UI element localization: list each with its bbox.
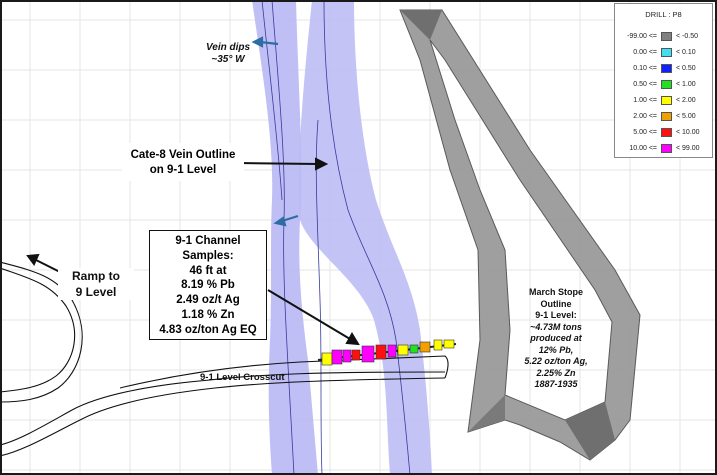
stope-shading-2 [565, 402, 615, 460]
channel-samples-drillhole [317, 339, 457, 366]
sample-segment [375, 344, 387, 360]
vein-outline-callout: Cate-8 Vein Outline on 9-1 Level [122, 143, 244, 181]
legend-row: 5.00 <= < 10.00 [619, 127, 711, 139]
march-stope-outline [399, 9, 641, 461]
channel-samples-callout: 9-1 Channel Samples: 46 ft at 8.19 % Pb … [149, 230, 267, 340]
stope-shading-3 [468, 395, 505, 432]
legend-swatch [661, 48, 672, 57]
crosscut-line [119, 355, 449, 389]
channel-line-4: 8.19 % Pb [181, 279, 235, 292]
legend-row: -99.00 <= < -0.50 [619, 31, 711, 43]
legend-row-high: < -0.50 [676, 33, 698, 40]
vein-dips-label: Vein dips ~35° W [198, 42, 258, 66]
legend-row-low: 0.10 <= [633, 65, 657, 72]
vein-outline-line-1: Cate-8 Vein Outline [130, 149, 236, 161]
legend-row: 10.00 <= < 99.00 [619, 143, 711, 155]
ramp-line-2: 9 Level [75, 285, 117, 299]
legend-row-low: 2.00 <= [633, 113, 657, 120]
channel-line-7: 4.83 oz/ton Ag EQ [159, 323, 257, 336]
sample-segment [361, 345, 375, 363]
legend-swatch [661, 144, 672, 153]
ramp-workings [0, 261, 446, 457]
vein-outline-line-2: on 9-1 Level [149, 164, 217, 176]
stope-line-5: produced at [530, 333, 582, 343]
vein-centerline-west-2 [261, 0, 283, 201]
legend-row-low: -99.00 <= [627, 33, 657, 40]
legend-swatch [661, 80, 672, 89]
sample-segment [342, 349, 352, 363]
legend-row-low: 1.00 <= [633, 97, 657, 104]
legend-row-low: 5.00 <= [633, 129, 657, 136]
vein-outline-east [299, 0, 432, 475]
grade-legend: DRILL : P8 -99.00 <= < -0.50 0.00 <= < 0.10… [614, 3, 713, 158]
callout-arrows [26, 157, 360, 346]
legend-row: 0.10 <= < 0.50 [619, 63, 711, 75]
legend-swatch [661, 128, 672, 137]
legend-row-high: < 0.10 [676, 49, 696, 56]
crosscut-label: 9-1 Level Crosscut [200, 372, 285, 383]
stope-line-9: 1887-1935 [534, 379, 578, 389]
legend-swatch [661, 112, 672, 121]
legend-row: 0.50 <= < 1.00 [619, 79, 711, 91]
legend-row: 2.00 <= < 5.00 [619, 111, 711, 123]
vein-dips-line-2: ~35° W [211, 54, 245, 65]
stope-shading-1 [400, 10, 442, 40]
channel-line-3: 46 ft at [189, 264, 227, 277]
legend-row-low: 0.50 <= [633, 81, 657, 88]
sample-segment [321, 352, 333, 366]
sample-segment [397, 344, 409, 356]
march-stope-label: March Stope Outline 9-1 Level: ~4.73M to… [514, 287, 598, 391]
legend-swatch [661, 32, 672, 41]
channel-line-1: 9-1 Channel [175, 235, 241, 247]
stope-line-8: 2.25% Zn [536, 367, 576, 378]
channel-line-2: Samples: [182, 249, 234, 262]
legend-row-high: < 5.00 [676, 113, 696, 120]
sample-segment [409, 344, 419, 354]
stope-line-3: 9-1 Level: [535, 310, 577, 320]
legend-swatch [661, 96, 672, 105]
stope-line-6: 12% Pb, [538, 344, 574, 355]
vein-dips-line-1: Vein dips [205, 42, 251, 53]
legend-title: DRILL : P8 [645, 10, 682, 19]
sample-segment [331, 349, 343, 365]
channel-line-5: 2.49 oz/t Ag [176, 294, 240, 307]
channel-line-6: 1.18 % Zn [181, 308, 235, 321]
legend-row-high: < 10.00 [676, 129, 700, 136]
legend-row: 1.00 <= < 2.00 [619, 95, 711, 107]
vein-outline-west [252, 0, 318, 475]
stope-line-2: Outline [540, 298, 572, 309]
sample-segment [419, 341, 431, 353]
legend-row: 0.00 <= < 0.10 [619, 47, 711, 59]
sample-segment [387, 344, 397, 358]
legend-row-low: 10.00 <= [629, 145, 657, 152]
vein-centerline-east [323, 0, 411, 475]
legend-row-high: < 2.00 [676, 97, 696, 104]
ramp-label: Ramp to 9 Level [58, 268, 134, 300]
sample-segment [433, 339, 443, 351]
stope-line-4: ~4.73M tons [530, 321, 582, 332]
legend-row-high: < 0.50 [676, 65, 696, 72]
legend-swatch [661, 64, 672, 73]
dip-arrows [251, 36, 299, 227]
stope-line-1: March Stope [528, 287, 583, 297]
ramp-line-1: Ramp to [72, 269, 120, 283]
legend-row-low: 0.00 <= [633, 49, 657, 56]
sample-segment [443, 339, 455, 349]
legend-row-high: < 1.00 [676, 81, 696, 88]
legend-row-high: < 99.00 [676, 145, 700, 152]
stope-line-7: 5.22 oz/ton Ag, [524, 356, 588, 366]
sample-segment [351, 349, 361, 361]
